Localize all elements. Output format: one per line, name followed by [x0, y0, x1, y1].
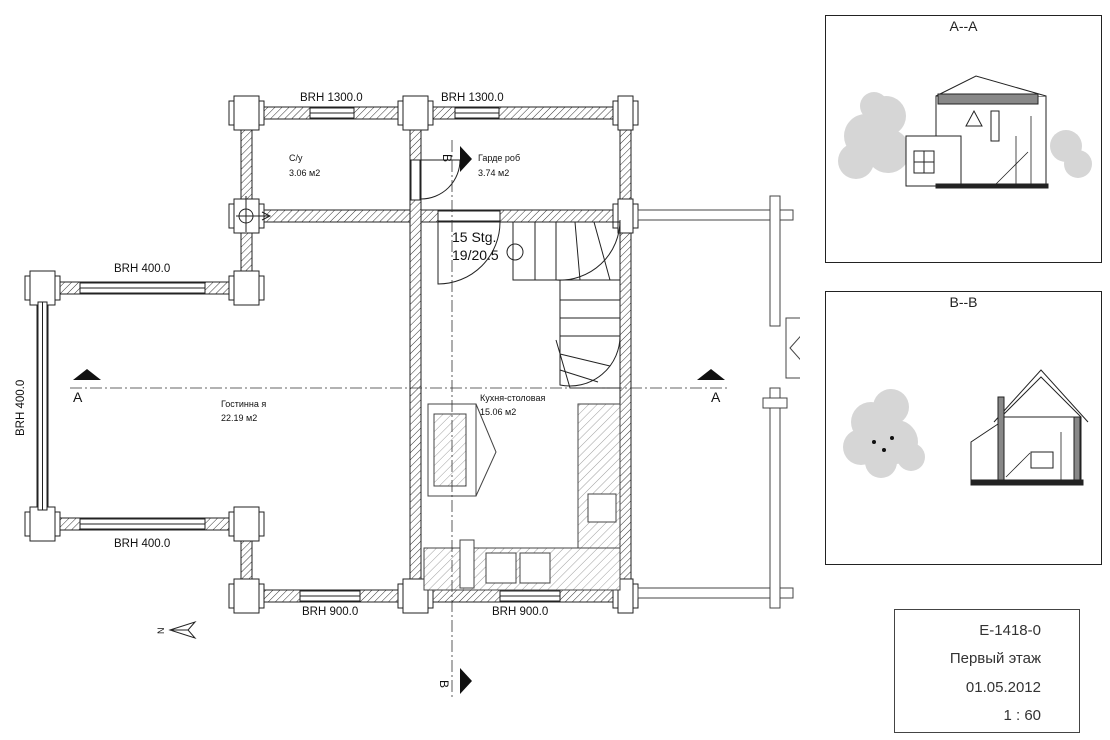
section-bb-title: B--B — [949, 294, 978, 310]
doors — [410, 159, 501, 285]
section-b-bottom-label: B — [437, 680, 451, 688]
room-name-living: Гостинна я — [221, 399, 266, 409]
room-name-wardrobe: Гарде роб — [478, 153, 520, 163]
section-bb-drawing — [843, 369, 1089, 486]
room-area-living: 22.19 м2 — [221, 413, 257, 423]
stairs-steps-label: 15 Stg. — [452, 229, 496, 245]
section-markers — [73, 146, 725, 694]
section-a-left-label: A — [73, 389, 83, 405]
section-aa-drawing — [838, 75, 1092, 189]
title-block-floor: Первый этаж — [949, 650, 1041, 667]
windows — [37, 107, 561, 602]
section-aa-panel: A--A — [825, 15, 1102, 263]
room-name-bathroom: С/у — [289, 153, 303, 163]
log-corners — [24, 95, 639, 614]
kitchen-furniture — [423, 403, 621, 591]
room-area-kitchen: 15.06 м2 — [480, 407, 516, 417]
section-lines — [70, 140, 730, 700]
section-aa-title: A--A — [949, 18, 978, 34]
window-label-left-bottom: BRH 400.0 — [114, 538, 170, 550]
section-a-right-label: A — [711, 389, 721, 405]
terrace — [637, 195, 800, 609]
crosshair-symbol — [236, 196, 272, 232]
compass-letter: N — [156, 628, 166, 635]
window-label-bottom-left: BRH 900.0 — [302, 606, 358, 618]
stairs-ratio-label: 19/20.5 — [452, 247, 499, 263]
floor-plan: N BRH 1300.0 BRH 1300.0 BRH 400.0 BRH 40… — [15, 92, 800, 700]
room-labels: С/у 3.06 м2 Гарде роб 3.74 м2 Гостинна я… — [221, 153, 545, 423]
title-block-code: E-1418-0 — [979, 622, 1041, 639]
room-name-kitchen: Кухня-столовая — [480, 393, 545, 403]
title-block: E-1418-0 Первый этаж 01.05.2012 1 : 60 — [894, 609, 1080, 733]
window-label-top-left: BRH 1300.0 — [300, 92, 363, 104]
section-b-top-label: B — [440, 154, 454, 162]
title-block-scale: 1 : 60 — [1003, 707, 1041, 724]
room-area-wardrobe: 3.74 м2 — [478, 168, 509, 178]
staircase — [506, 219, 621, 389]
window-label-bottom-right: BRH 900.0 — [492, 606, 548, 618]
compass: N — [156, 620, 197, 640]
section-bb-panel: B--B — [825, 291, 1102, 565]
window-labels: BRH 1300.0 BRH 1300.0 BRH 400.0 BRH 400.… — [15, 92, 548, 618]
window-label-top-right: BRH 1300.0 — [441, 92, 504, 104]
window-label-left-side: BRH 400.0 — [15, 380, 27, 436]
window-label-left-top: BRH 400.0 — [114, 263, 170, 275]
title-block-date: 01.05.2012 — [965, 679, 1041, 696]
room-area-bathroom: 3.06 м2 — [289, 168, 320, 178]
